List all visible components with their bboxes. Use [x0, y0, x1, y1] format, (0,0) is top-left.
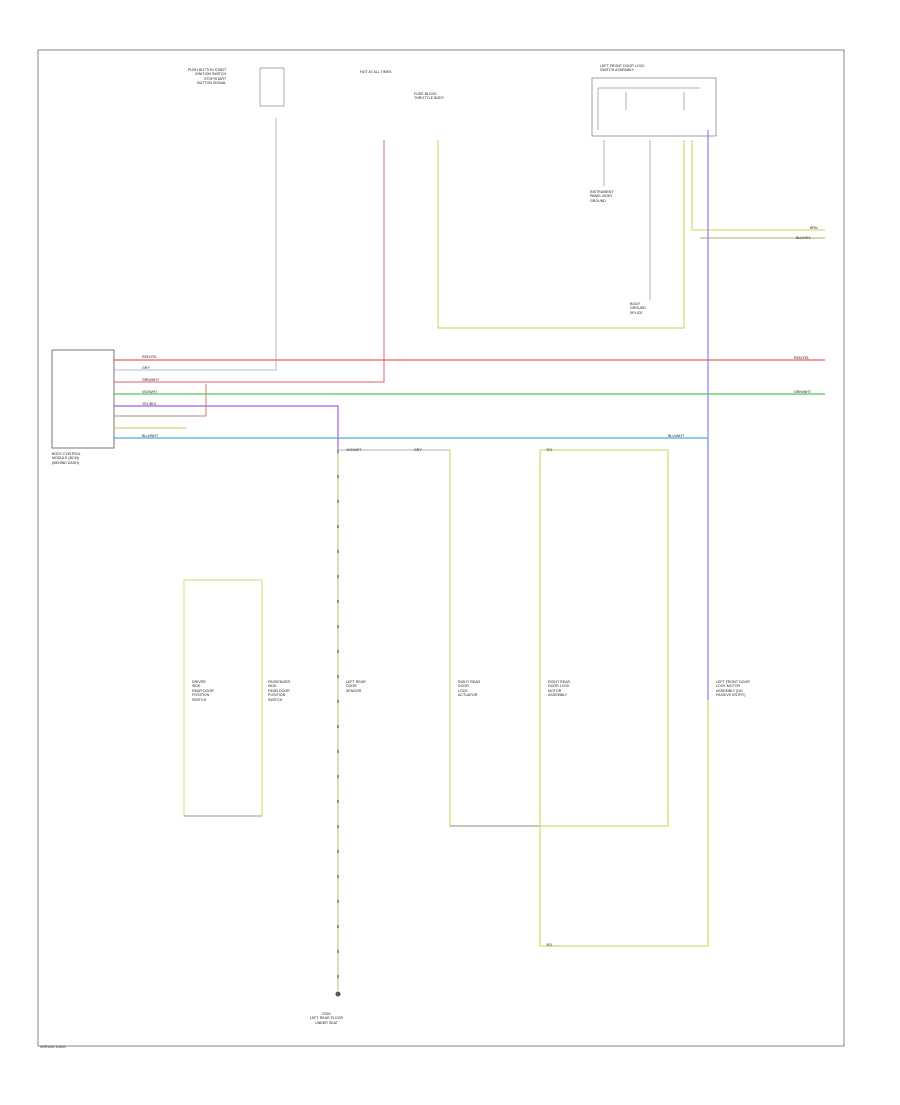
control-module-box: [51, 349, 115, 449]
ignition-switch-label: PUSH BUTTON START IGNITION SWITCH STOP/S…: [188, 68, 227, 86]
footer-label: WIRING DIAG: [40, 1044, 66, 1049]
wire-tag: YEL/BLK: [142, 402, 157, 406]
wire-tag: RED/YEL: [794, 356, 810, 360]
wire-gray-switch: [114, 118, 277, 371]
fuse-block-label: FUSE BLOCK THROTTLE BODY: [414, 92, 445, 101]
control-module-label: BODY CONTROL MODULE (BCM) (BEHIND DASH): [52, 452, 81, 465]
wire-yellow-mid: [449, 450, 540, 827]
wire-tag: GRN/WHT: [142, 378, 160, 382]
sensor-4-label: RIGHT REAR DOOR LOCK ACTUATOR: [458, 680, 481, 698]
wire-tag: YEL: [546, 943, 553, 947]
left-ground-label: INSTRUMENT PANEL BODY GROUND: [590, 190, 614, 203]
wire-tag: BLU/WHT: [142, 434, 159, 438]
ground-symbol: [335, 991, 341, 997]
wire-yellow-long: [539, 450, 709, 947]
wire-tag: GRN/WHT: [794, 390, 812, 394]
sensor-6-label: LEFT FRONT DOOR LOCK MOTOR ASSEMBLY (NO …: [716, 680, 750, 698]
wire-tag: VIO/WHT: [346, 448, 362, 452]
ground-bottom-label: G301 LEFT REAR FLOOR UNDER SEAT: [310, 1012, 344, 1025]
sensor-3-label: LEFT REAR DOOR SENSOR: [346, 680, 366, 693]
wire-yellow-right-loop: [540, 449, 669, 827]
right-wire-label-2: BLU/YEL: [796, 236, 811, 240]
wire-short-brown: [114, 384, 207, 417]
hot-at-all-times-label: HOT AT ALL TIMES: [360, 70, 392, 74]
wire-yellow-loop: [437, 140, 685, 329]
door-lock-switch-label: LEFT FRONT DOOR LOCK SWITCH ASSEMBLY: [600, 64, 645, 73]
wire-tag: GRY: [142, 366, 150, 370]
sensor-2-label: PASSENGER SIDE REAR DOOR POSITION SWITCH: [268, 680, 291, 702]
right-wire-label-1: BRN: [810, 226, 818, 230]
wire-tag: RED/YEL: [142, 355, 158, 359]
wire-yellow-right: [691, 140, 825, 231]
wire-violet: [114, 405, 339, 450]
wire-tag: BLU/WHT: [668, 434, 685, 438]
mid-ground-label: BODY GROUND SPLICE: [630, 302, 646, 315]
wire-tag: VIO/WHT: [142, 390, 158, 394]
wire-tag: YEL: [546, 448, 553, 452]
diagram-frame: [37, 49, 845, 1047]
door-lock-switch-box: [591, 77, 717, 137]
ignition-switch-box: [259, 67, 285, 107]
wire-red-vertical: [114, 140, 385, 383]
sensor-5-label: RIGHT REAR DOOR LOCK MOTOR ASSEMBLY: [548, 680, 571, 698]
sensor-1-label: DRIVER SIDE REAR DOOR POSITION SWITCH: [192, 680, 214, 702]
wire-tag: GRY: [414, 448, 422, 452]
